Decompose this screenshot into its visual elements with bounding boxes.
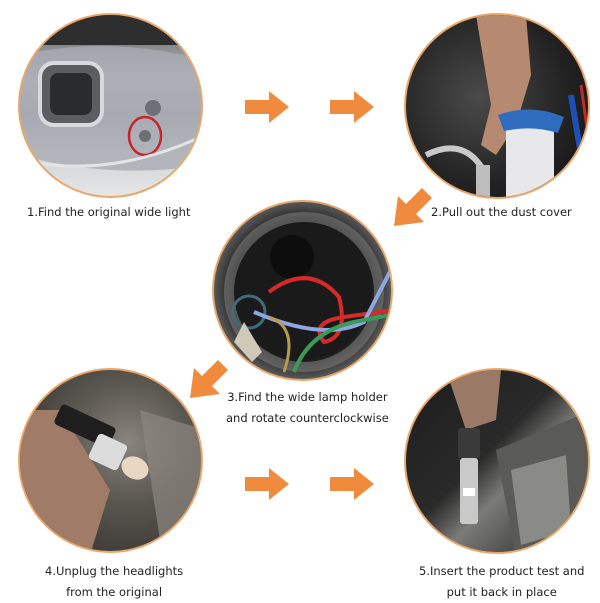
arrow-right-icon [330,91,374,123]
step-5-caption: 5.Insert the product test and put it bac… [419,561,584,603]
led-insert-illustration [446,370,588,552]
arrow-down-left-icon [394,188,432,226]
step-5-photo [404,368,590,554]
caption-line: put it back in place [446,585,557,599]
arrow-down-left-icon [190,360,228,398]
step-3-caption: 3.Find the wide lamp holder and rotate c… [226,387,389,429]
caption-line: and rotate counterclockwise [226,411,389,425]
step-1-caption: 1.Find the original wide light [27,202,190,223]
step-1-photo [18,13,203,198]
step-3-photo [212,200,393,381]
arrow-right-icon [330,468,374,500]
caption-line: from the original [66,585,163,599]
caption-line: 5.Insert the product test and [419,564,585,578]
lamp-holder-illustration [224,212,391,373]
step-2-caption: 2.Pull out the dust cover [431,202,572,223]
caption-line: 4.Unplug the headlights [45,564,184,578]
caption-line: 3.Find the wide lamp holder [227,390,388,404]
arrow-right-icon [245,468,289,500]
engine-bay-illustration [424,15,588,197]
caption-line: 2.Pull out the dust cover [431,205,572,219]
arrow-right-icon [245,91,289,123]
headlight-illustration [20,15,201,171]
step-4-photo [18,368,203,553]
highlight-circle-icon [127,115,163,157]
step-4-caption: 4.Unplug the headlights from the origina… [45,561,183,603]
step-2-photo [404,13,590,199]
bulb-removal-illustration [20,404,201,551]
caption-line: 1.Find the original wide light [27,205,191,219]
